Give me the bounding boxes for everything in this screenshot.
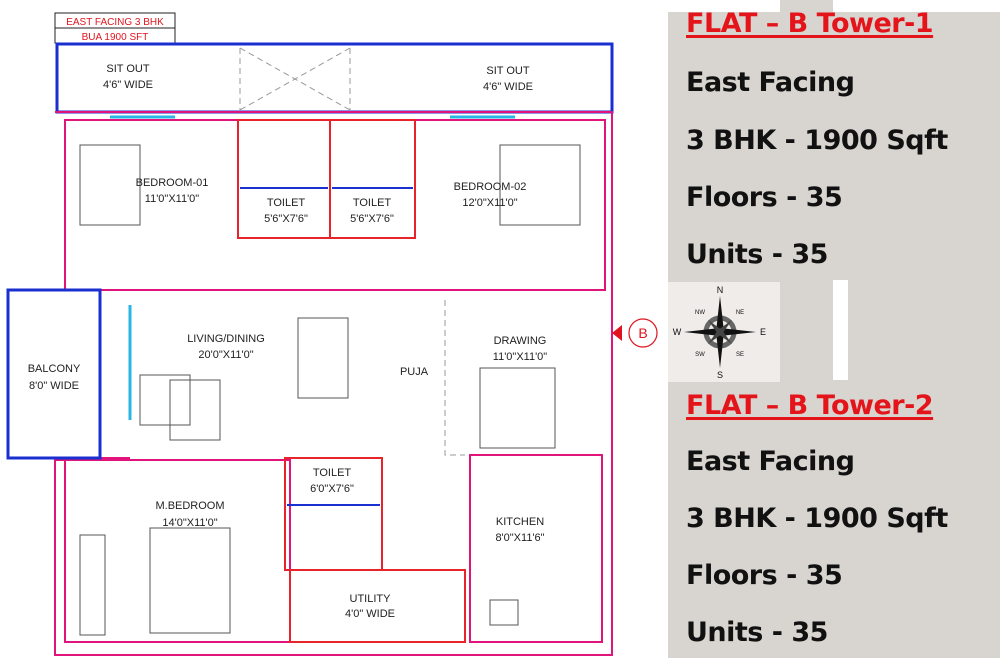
compass-icon: N NE E SE S SW W NW xyxy=(673,285,766,380)
room-name: M.BEDROOM xyxy=(155,500,224,512)
entry-label: B xyxy=(638,325,647,341)
room-name: KITCHEN xyxy=(496,516,544,528)
room-size: 11'0"X11'0" xyxy=(145,193,200,205)
room-size: 8'0"X11'6" xyxy=(495,532,544,544)
walls xyxy=(54,111,613,656)
tower-2-facing: East Facing xyxy=(686,446,855,477)
room-size: 14'0"X11'0" xyxy=(162,517,217,529)
room-name: TOILET xyxy=(313,467,352,479)
room-name: SIT OUT xyxy=(106,63,149,75)
tower-2-title: FLAT – B Tower-2 xyxy=(686,390,934,421)
toilet-walls xyxy=(237,119,466,643)
header-line-2: BUA 1900 SFT xyxy=(82,32,149,43)
room-name: TOILET xyxy=(353,197,392,209)
compass-ne: NE xyxy=(736,310,744,316)
sitout-outline xyxy=(55,42,614,114)
toilet-partitions xyxy=(240,187,413,506)
room-name: DRAWING xyxy=(494,335,547,347)
tower-2-units: Units - 35 xyxy=(686,617,828,648)
room-size: 6'0"X7'6" xyxy=(310,483,354,495)
compass-e: E xyxy=(760,327,766,337)
compass-n: N xyxy=(717,285,724,295)
room-name: BALCONY xyxy=(28,363,81,375)
compass-se: SE xyxy=(736,352,744,358)
room-name: SIT OUT xyxy=(486,65,529,77)
entry-marker: B xyxy=(612,318,658,348)
room-name: BEDROOM-01 xyxy=(136,177,209,189)
balcony-outline xyxy=(6,288,102,460)
room-size: 4'0" WIDE xyxy=(345,608,395,620)
room-size: 5'6"X7'6" xyxy=(264,213,308,225)
floor-plan: EAST FACING 3 BHK BUA 1900 SFT SIT OUT 4… xyxy=(6,12,658,656)
tower-2-config: 3 BHK - 1900 Sqft xyxy=(686,503,948,534)
room-size: 4'6" WIDE xyxy=(103,79,153,91)
room-labels: SIT OUT 4'6" WIDE SIT OUT 4'6" WIDE BEDR… xyxy=(28,63,548,620)
room-size: 8'0" WIDE xyxy=(29,380,79,392)
furniture xyxy=(79,144,581,636)
compass-rose: N NE E SE S SW W NW xyxy=(668,282,780,382)
room-size: 4'6" WIDE xyxy=(483,81,533,93)
header-line-1: EAST FACING 3 BHK xyxy=(66,17,164,28)
drawing-partition xyxy=(444,300,465,456)
room-name: LIVING/DINING xyxy=(187,333,265,345)
tower-1-units: Units - 35 xyxy=(686,239,828,270)
plan-header: EAST FACING 3 BHK BUA 1900 SFT xyxy=(54,12,176,44)
room-size: 20'0"X11'0" xyxy=(198,349,253,361)
room-name: BEDROOM-02 xyxy=(454,181,527,193)
tower-1-facing: East Facing xyxy=(686,67,855,98)
tower-1-floors: Floors - 35 xyxy=(686,182,843,213)
compass-sw: SW xyxy=(695,352,705,358)
compass-w: W xyxy=(673,327,682,337)
room-size: 12'0"X11'0" xyxy=(462,197,517,209)
entry-arrow-icon xyxy=(612,325,622,341)
open-to-sky xyxy=(239,47,351,111)
room-name: TOILET xyxy=(267,197,306,209)
tower-1-config: 3 BHK - 1900 Sqft xyxy=(686,125,948,156)
tower-1-title: FLAT – B Tower-1 xyxy=(686,8,934,39)
windows xyxy=(110,115,515,420)
compass-s: S xyxy=(717,370,723,380)
room-name: PUJA xyxy=(400,366,429,378)
tower-2-floors: Floors - 35 xyxy=(686,560,843,591)
room-name: UTILITY xyxy=(350,593,392,605)
room-size: 11'0"X11'0" xyxy=(493,351,548,363)
compass-nw: NW xyxy=(695,310,705,316)
room-size: 5'6"X7'6" xyxy=(350,213,394,225)
